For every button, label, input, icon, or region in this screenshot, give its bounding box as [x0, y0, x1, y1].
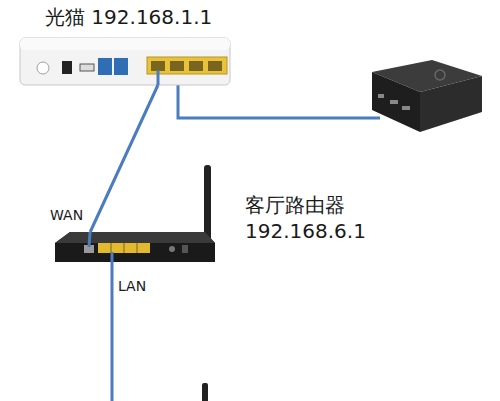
router-box: 客厅路由器 192.168.6.1 — [55, 232, 215, 262]
device-label: 光猫 192.168.1.1 — [45, 4, 212, 30]
port-label: WAN — [50, 207, 83, 223]
port-label: LAN — [118, 278, 146, 294]
device-label: 客厅路由器 192.168.6.1 — [245, 192, 370, 244]
cable — [157, 70, 160, 85]
cable — [111, 252, 114, 401]
set-top-box — [372, 60, 482, 132]
antenna — [202, 383, 208, 401]
cable — [89, 232, 90, 247]
network-cable — [90, 85, 158, 232]
modem-device — [20, 38, 230, 85]
modem-box: 光猫 192.168.1.1 — [20, 38, 230, 85]
